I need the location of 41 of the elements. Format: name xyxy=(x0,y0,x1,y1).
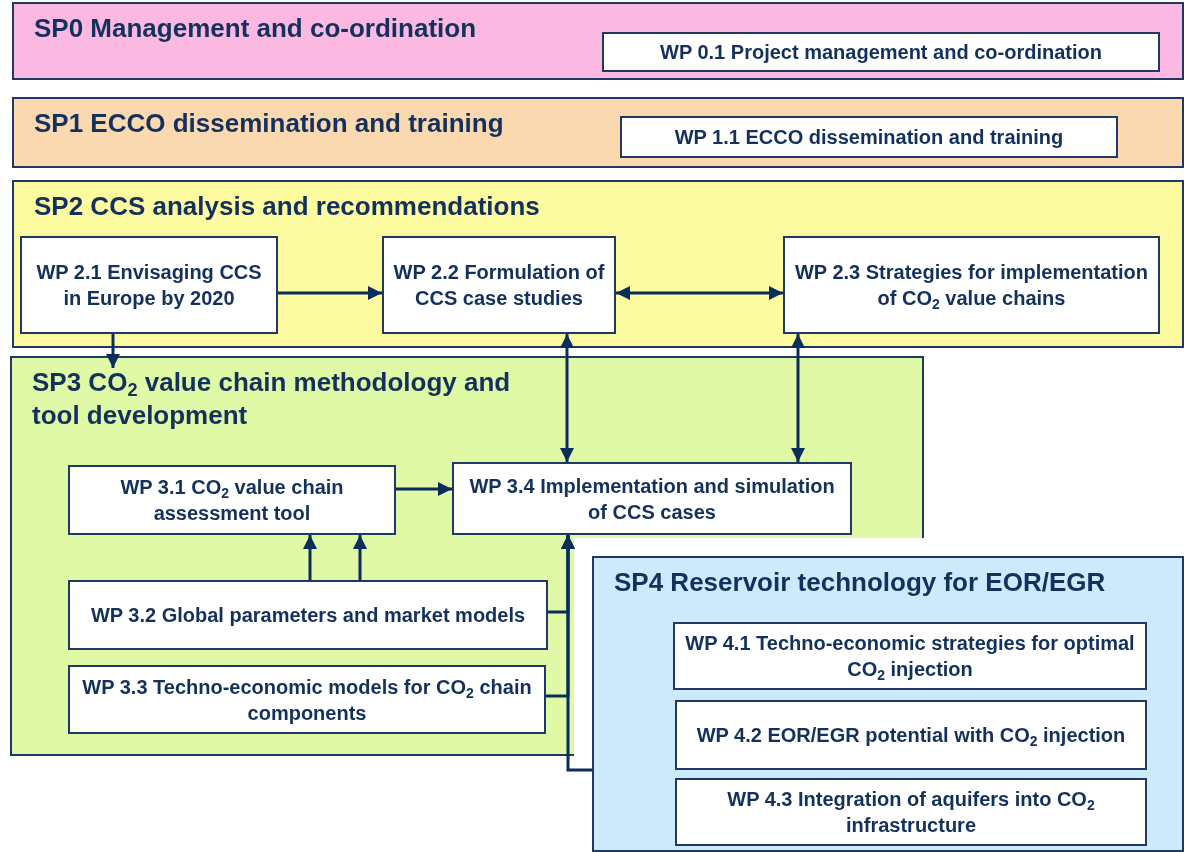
arrow xyxy=(278,286,382,300)
arrow xyxy=(353,535,367,580)
work-package-title: WP 3.1 CO$_{2}$ value chain assessment tool xyxy=(119,475,345,526)
work-package-title: WP 4.3 Integration of aquifers into CO$_{2}$ infrastructure xyxy=(726,787,1096,838)
subproject-panel xyxy=(12,2,1184,80)
work-package-title: WP 0.1 Project management and co-ordination xyxy=(660,40,1102,65)
work-package-box xyxy=(68,580,548,650)
arrow xyxy=(303,535,317,580)
subproject-heading: SP0 Management and co-ordination xyxy=(34,12,477,45)
work-package-box xyxy=(68,465,396,535)
work-package-title: WP 3.2 Global parameters and market models xyxy=(90,603,526,628)
work-package-title: WP 2.1 Envisaging CCS in Europe by 2020 xyxy=(35,260,263,311)
work-package-title: WP 3.3 Techno-economic models for CO$_{2}$ chain components xyxy=(81,674,533,726)
work-package-box xyxy=(68,665,546,734)
subproject-heading: SP4 Reservoir technology for EOR/EGR xyxy=(614,566,1107,599)
work-package-title: WP 4.2 EOR/EGR potential with CO$_{2}$ injection xyxy=(696,723,1126,748)
arrow xyxy=(616,286,783,300)
subproject-heading: SP3 CO$_{2}$ value chain methodology and tool development xyxy=(32,366,512,431)
subproject-heading: SP2 CCS analysis and recommendations xyxy=(34,190,540,223)
work-package-box xyxy=(452,462,852,535)
subproject-panel xyxy=(12,97,1184,168)
arrow xyxy=(396,482,452,496)
subproject-panel xyxy=(12,180,1184,348)
arrow xyxy=(791,334,805,462)
work-package-title: WP 4.1 Techno-economic strategies for optimal CO$_{2}$ injection xyxy=(684,631,1136,682)
arrow xyxy=(561,535,592,772)
work-package-box xyxy=(620,116,1118,158)
work-package-box xyxy=(783,236,1160,334)
work-package-title: WP 2.2 Formulation of CCS case studies xyxy=(392,260,606,311)
subproject-heading: SP1 ECCO dissemination and training xyxy=(34,107,504,140)
work-package-title: WP 3.4 Implementation and simulation of CCS cases xyxy=(468,473,836,525)
work-package-box xyxy=(20,236,278,334)
work-package-box xyxy=(673,622,1147,690)
work-package-title: WP 2.3 Strategies for implementation of CO$_{2}$ value chains xyxy=(793,260,1149,311)
work-package-box xyxy=(382,236,616,334)
arrow xyxy=(560,334,574,462)
work-package-box xyxy=(675,700,1147,770)
work-package-box xyxy=(602,32,1160,72)
work-package-title: WP 1.1 ECCO dissemination and training xyxy=(674,125,1064,150)
work-package-box xyxy=(675,778,1147,846)
arrow xyxy=(106,334,120,368)
